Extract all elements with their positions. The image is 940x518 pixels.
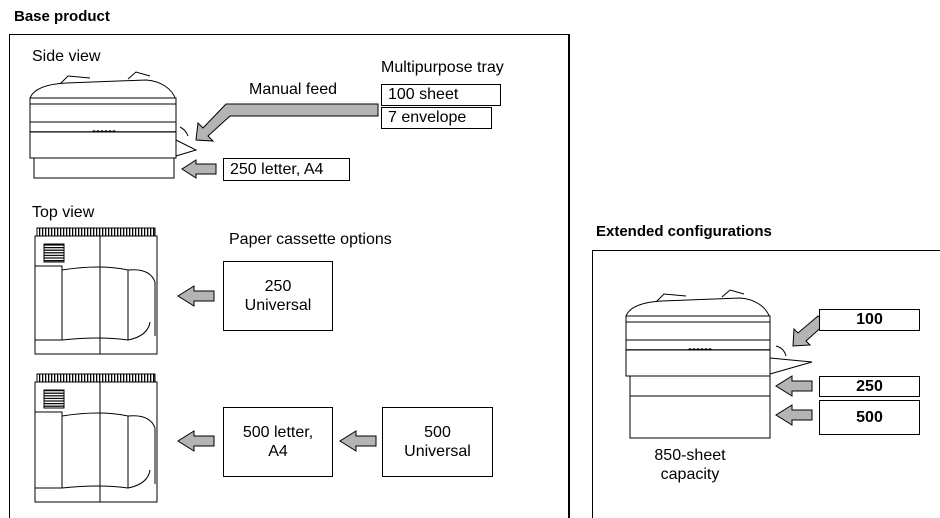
printer-extended	[625, 289, 813, 439]
printer-top-view-250	[34, 227, 158, 355]
arrow-ext-500	[775, 404, 813, 426]
option-500-universal-line2: Universal	[404, 443, 471, 460]
arrow-ext-250	[775, 375, 813, 397]
ext-tray-250-box: 250	[819, 376, 920, 397]
base-product-title: Base product	[14, 8, 110, 25]
extended-configurations-panel	[592, 250, 940, 518]
arrow-250-universal	[177, 285, 215, 307]
cassette-options-label: Paper cassette options	[229, 231, 392, 248]
ext-tray-500-box: 500	[819, 400, 920, 435]
cassette-250-letter-box: 250 letter, A4	[223, 158, 350, 181]
option-250-line1: 250	[264, 277, 292, 295]
tray-7-envelope-box: 7 envelope	[381, 107, 492, 129]
manual-feed-arrow	[195, 103, 379, 142]
capacity-caption: 850-sheet capacity	[640, 443, 740, 487]
option-250-line2: Universal	[244, 297, 312, 314]
tray-100-sheet-box: 100 sheet	[381, 84, 501, 106]
extended-configurations-title: Extended configurations	[596, 223, 772, 240]
capacity-line1: 850-sheet	[654, 446, 726, 464]
multipurpose-tray-label: Multipurpose tray	[381, 59, 504, 76]
arrow-500-universal	[339, 430, 377, 452]
side-view-label: Side view	[32, 48, 101, 65]
option-500-letter-line1: 500 letter,	[242, 423, 314, 441]
printer-top-view-500	[34, 373, 158, 503]
option-500-universal-line1: 500	[424, 423, 451, 441]
manual-feed-label: Manual feed	[249, 81, 338, 98]
option-500-letter-box: 500 letter, A4	[223, 407, 333, 477]
capacity-line2: capacity	[660, 466, 720, 483]
option-500-letter-line2: A4	[268, 443, 288, 460]
arrow-250-letter	[181, 159, 217, 179]
printer-side-view	[29, 71, 198, 179]
option-500-universal-box: 500 Universal	[382, 407, 493, 477]
ext-tray-100-box: 100	[819, 309, 920, 331]
top-view-label: Top view	[32, 204, 95, 221]
option-250-universal-box: 250 Universal	[223, 261, 333, 331]
arrow-500-letter	[177, 430, 215, 452]
base-product-panel	[9, 34, 570, 518]
